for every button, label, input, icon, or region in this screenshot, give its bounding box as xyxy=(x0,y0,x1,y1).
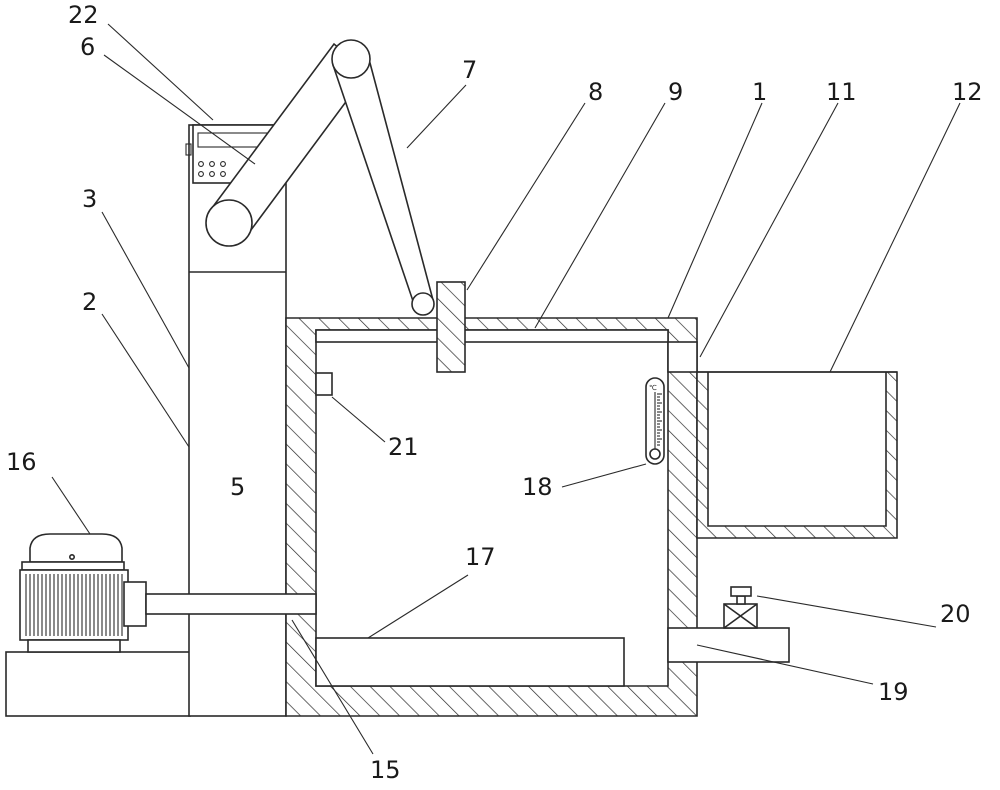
bottom-plate xyxy=(315,637,625,687)
lid-plate xyxy=(315,329,669,343)
motor-base-plate xyxy=(5,651,191,717)
side-box xyxy=(696,371,898,539)
label-2: 2 xyxy=(82,288,97,316)
label-5: 5 xyxy=(230,473,245,501)
rotating-arm xyxy=(205,39,435,316)
label-3: 3 xyxy=(82,185,97,213)
label-7: 7 xyxy=(462,56,477,84)
drive-shaft xyxy=(145,593,317,615)
label-20: 20 xyxy=(940,600,971,628)
label-22: 22 xyxy=(68,1,99,29)
label-21: 21 xyxy=(388,433,419,461)
label-8: 8 xyxy=(588,78,603,106)
thermometer: ℃ xyxy=(645,377,665,465)
thermometer-unit: ℃ xyxy=(649,384,657,392)
motor xyxy=(19,533,147,653)
leader-lines xyxy=(51,23,961,755)
label-12: 12 xyxy=(952,78,983,106)
stirring-rod xyxy=(436,281,466,373)
side-connector xyxy=(667,341,698,373)
label-19: 19 xyxy=(878,678,909,706)
label-11: 11 xyxy=(826,78,857,106)
label-17: 17 xyxy=(465,543,496,571)
label-16: 16 xyxy=(6,448,37,476)
label-1: 1 xyxy=(752,78,767,106)
valve xyxy=(723,586,758,629)
label-15: 15 xyxy=(370,756,401,784)
outlet-pipe xyxy=(667,627,790,663)
inner-bracket xyxy=(315,372,333,396)
reference-labels: 22 6 7 8 9 1 11 12 3 2 16 5 21 18 17 20 … xyxy=(6,1,983,784)
label-9: 9 xyxy=(668,78,683,106)
label-6: 6 xyxy=(80,33,95,61)
label-18: 18 xyxy=(522,473,553,501)
